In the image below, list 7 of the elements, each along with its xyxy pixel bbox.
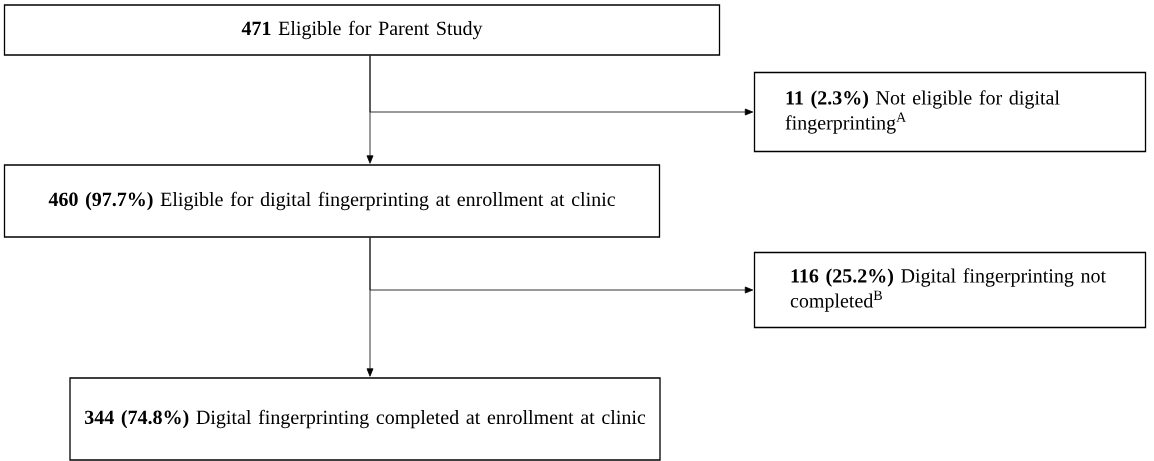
- arrow: [369, 237, 754, 294]
- flow-box: 11 (2.3%) Not eligible for digital fingerprinting$^{A}$: [753, 71, 1147, 153]
- flow-box: 344 (74.8%) Digital fingerprinting completed at enrollment at clinic: [69, 377, 661, 461]
- flow-box: 460 (97.7%) Eligible for digital fingerprinting at enrollment at clinic: [3, 164, 661, 238]
- flow-box: 116 (25.2%) Digital fingerprinting not completed$^{B}$: [753, 251, 1147, 329]
- flow-box: 471 Eligible for Parent Study: [3, 4, 721, 56]
- arrow: [369, 55, 754, 116]
